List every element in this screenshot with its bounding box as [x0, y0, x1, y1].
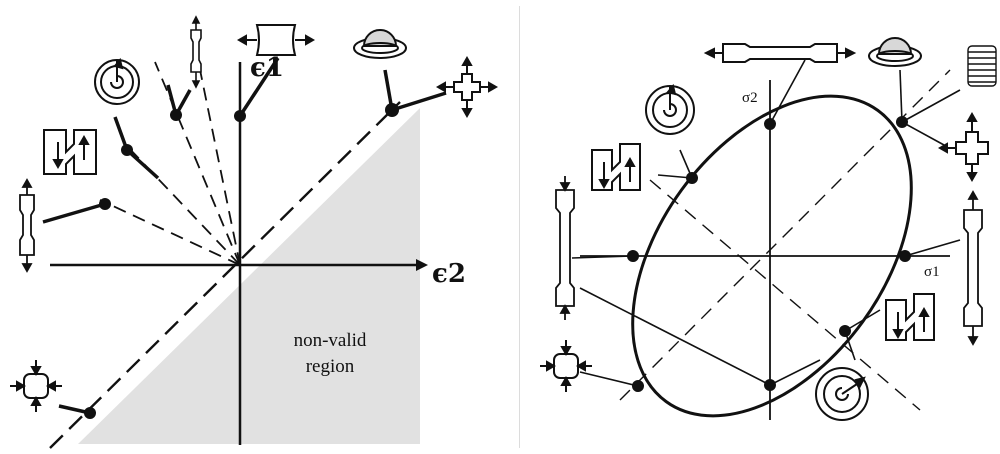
non-valid-region-shading [78, 108, 420, 444]
point-bottom [764, 379, 776, 391]
region-label-line1: non-valid [294, 330, 367, 351]
point-equibiaxial [896, 116, 908, 128]
equibiaxial-compression-icon [10, 360, 62, 412]
shear-specimen-icon [43, 129, 97, 175]
leader-bottom [769, 359, 821, 386]
vertical-tensile-bar-icon [555, 176, 575, 320]
biaxial-cross-icon [937, 111, 989, 183]
sigma1-label: σ1 [924, 264, 940, 280]
leader-right-bar [904, 239, 961, 257]
stacked-disk-icon [967, 45, 997, 87]
shear-specimen-lower-icon [885, 293, 935, 341]
vertical-tensile-bar-right-icon [963, 190, 983, 346]
region-label-line2: region [306, 356, 355, 377]
point-compression [632, 380, 644, 392]
leader-plane-strain [238, 57, 280, 117]
dome-icon [868, 37, 922, 67]
point-plane-strain [234, 110, 246, 122]
panel-divider [519, 6, 520, 448]
point-shear-lower [839, 325, 851, 337]
point-shear [121, 144, 133, 156]
point-uniaxial [99, 198, 111, 210]
ray-torsion [154, 61, 241, 266]
point-right [899, 250, 911, 262]
epsilon2-arrowhead [416, 259, 428, 271]
stress-points [627, 116, 911, 392]
diagonal-guides [619, 69, 951, 411]
ray-tension [197, 59, 241, 266]
yield-surface-ellipse [631, 94, 913, 418]
biaxial-cross-specimen-icon [435, 55, 499, 119]
uniaxial-tension-specimen-icon [19, 178, 35, 273]
point-equibiaxial [385, 103, 399, 117]
torsion-specimen-icon [94, 57, 140, 105]
torsion-tube-icon [645, 83, 695, 135]
point-top [764, 118, 776, 130]
leader-shear-tail [125, 148, 160, 180]
equibiaxial-compression-icon [540, 340, 592, 392]
leader-left-bar [571, 255, 634, 259]
leader-disk [901, 89, 961, 123]
equibiaxial-dome-icon [353, 29, 407, 59]
leader-top [769, 59, 806, 125]
equibiaxial-boundary-line [49, 101, 401, 449]
leader-lines-right [571, 59, 961, 387]
epsilon2-label: ϵ2 [432, 259, 466, 289]
point-torsion [170, 109, 182, 121]
guide-diagonal-2 [649, 179, 921, 411]
shear-specimen-icon [591, 143, 641, 191]
ray-uniaxial [99, 199, 241, 266]
strain-space-svg: ϵ1 ϵ2 non-valid region [10, 15, 499, 449]
stress-space-diagram: σ2 σ1 [520, 0, 1000, 454]
leader-bottom-long [579, 287, 771, 386]
leader-shear-lower [844, 309, 881, 332]
torsion-tube-lower-icon [815, 367, 869, 421]
strain-points [84, 103, 399, 419]
guide-diagonal-1 [619, 69, 951, 401]
point-shear-upper [686, 172, 698, 184]
tensile-bar-icon [190, 15, 202, 89]
epsilon1-label: ϵ1 [250, 53, 284, 83]
leader-compression [579, 371, 639, 387]
plane-strain-specimen-icon [236, 24, 316, 56]
point-left [627, 250, 639, 262]
leader-cross [901, 121, 945, 146]
stress-space-svg: σ2 σ1 [540, 37, 997, 421]
leader-dome [899, 69, 903, 123]
strain-space-diagram: ϵ1 ϵ2 non-valid region [10, 15, 499, 449]
uniaxial-tension-bar-icon [703, 43, 857, 63]
leader-uniaxial [42, 202, 106, 224]
leader-cross [391, 91, 447, 112]
sigma2-label: σ2 [742, 90, 758, 106]
point-compression [84, 407, 96, 419]
